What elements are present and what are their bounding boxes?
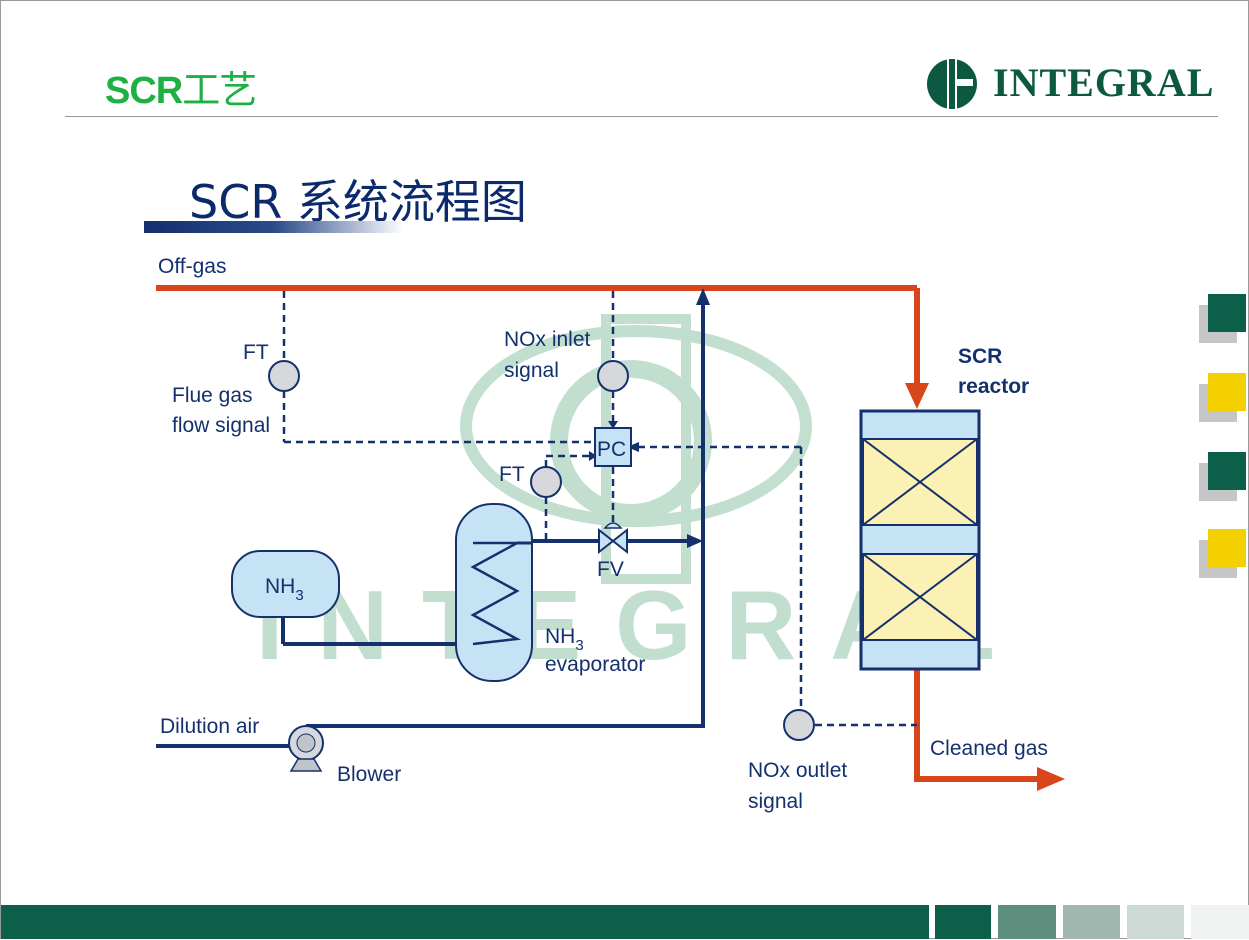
nh3-evaporator (455, 503, 533, 682)
label-ft-nh3: FT (499, 463, 525, 486)
header-title-cn: 工艺 (182, 68, 257, 112)
ft-flue-gas-instrument (268, 360, 300, 392)
label-nh3-evaporator: NH3 (545, 625, 584, 654)
label-fv: FV (597, 558, 624, 581)
diagram-title: SCR 系统流程图 (189, 175, 527, 229)
pc-controller (594, 427, 632, 467)
label-scr: SCR (958, 345, 1002, 368)
footer-block-5 (1191, 905, 1249, 939)
title-underline-bar (144, 221, 404, 233)
footer-block-3 (1063, 905, 1120, 939)
label-evaporator: evaporator (545, 653, 645, 676)
fv-valve (598, 522, 628, 555)
label-nox-outlet-signal: signal (748, 790, 803, 813)
nox-inlet-instrument (597, 360, 629, 392)
scr-reactor (859, 409, 981, 671)
nh3-feed-line (532, 534, 703, 548)
label-ft-flue: FT (243, 341, 269, 364)
label-blower: Blower (337, 763, 401, 786)
side-tab-3[interactable] (1199, 452, 1246, 501)
cleaned-gas-line (914, 669, 1065, 791)
side-tab-2[interactable] (1199, 373, 1246, 422)
label-nox-inlet-signal: signal (504, 359, 559, 382)
side-tab-4[interactable] (1199, 529, 1246, 578)
label-reactor: reactor (958, 375, 1029, 398)
label-cleaned-gas: Cleaned gas (930, 737, 1048, 760)
nox-outlet-instrument (783, 709, 815, 741)
footer-block-1 (935, 905, 991, 939)
label-flue-gas: Flue gas (172, 384, 253, 407)
label-flow-signal: flow signal (172, 414, 270, 437)
header-divider (65, 116, 1218, 117)
label-pc: PC (597, 438, 626, 461)
header-title-latin: SCR (105, 70, 183, 112)
blower (288, 725, 324, 772)
footer-block-2 (998, 905, 1056, 939)
label-nh3-tank: NH3 (265, 575, 304, 604)
label-offgas: Off-gas (158, 255, 226, 278)
label-nox-outlet: NOx outlet (748, 759, 847, 782)
nh3-tank (231, 550, 471, 646)
ft-nh3-instrument (530, 466, 562, 498)
slide-header-title: SCR工艺 (105, 59, 257, 114)
offgas-line (156, 285, 929, 409)
label-dilution-air: Dilution air (160, 715, 259, 738)
dilution-air-line (156, 288, 710, 748)
integral-logo-text: INTEGRAL (993, 60, 1215, 105)
footer-bar (1, 905, 929, 939)
side-tab-1[interactable] (1199, 294, 1246, 343)
integral-logo-icon (927, 57, 977, 111)
footer-block-4 (1127, 905, 1184, 939)
label-nox-inlet: NOx inlet (504, 328, 591, 351)
